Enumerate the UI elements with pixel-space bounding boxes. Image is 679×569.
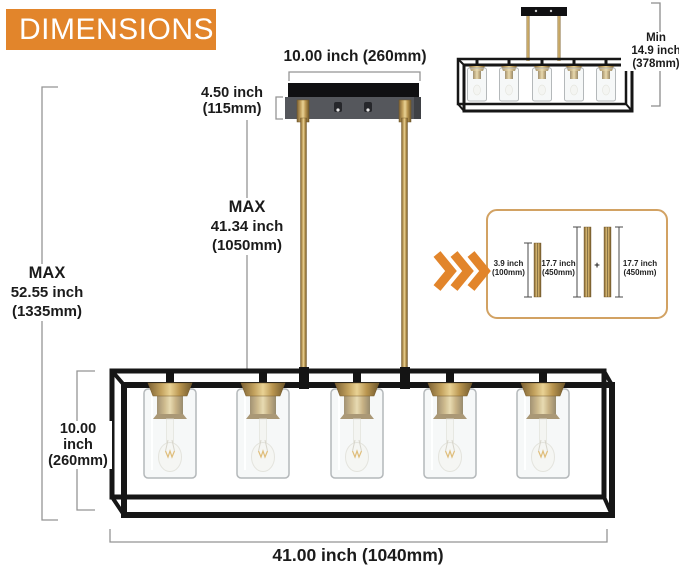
banner-title: DIMENSIONS <box>19 12 215 46</box>
canopy-width-bracket <box>288 71 421 81</box>
glass-shade <box>330 372 384 479</box>
mini-fixture <box>456 7 634 113</box>
canopy-screw <box>364 102 372 112</box>
box-width-label: 41.00 inch (1040mm) <box>272 545 444 565</box>
rod-max-label: MAX 41.34 inch (1050mm) <box>199 198 295 255</box>
box-height-label: 10.00 inch (260mm) <box>44 421 112 469</box>
total-height-label: MAX 52.55 inch (1335mm) <box>4 264 90 321</box>
rodkit-mid-label: 17.7 inch (450mm) <box>541 259 576 277</box>
main-canopy <box>285 83 421 123</box>
glass-shade <box>236 372 290 479</box>
banner: DIMENSIONS <box>6 9 216 50</box>
glass-shade <box>423 372 477 479</box>
canopy-width-label: 10.00 inch (260mm) <box>283 48 427 65</box>
canopy-height-label: 4.50 inch (115mm) <box>200 85 264 117</box>
glass-shade <box>516 372 570 479</box>
hanging-rods <box>300 117 408 375</box>
mini-shades <box>467 60 616 102</box>
canopy-height-bracket <box>275 96 283 120</box>
bulb-filament <box>164 449 176 459</box>
min-height-label: Min 14.9 inch (378mm) <box>621 32 679 71</box>
rodkit-short-label: 3.9 inch (100mm) <box>492 259 525 277</box>
kit-rods <box>533 226 612 298</box>
glass-shades <box>143 372 570 479</box>
bulb-filament <box>537 449 549 459</box>
rodkit-plus-sign: + <box>594 260 600 271</box>
rodkit-right-label: 17.7 inch (450mm) <box>622 259 658 277</box>
glass-shade <box>143 372 197 479</box>
rod-kit-box <box>486 209 668 319</box>
triple-chevron-right-icon <box>433 251 491 291</box>
bulb-filament <box>351 449 363 459</box>
bulb-filament <box>257 449 269 459</box>
canopy-screw <box>334 102 342 112</box>
kit-dimension-lines <box>524 226 623 298</box>
box-width-bracket <box>109 529 608 543</box>
bulb-filament <box>444 449 456 459</box>
